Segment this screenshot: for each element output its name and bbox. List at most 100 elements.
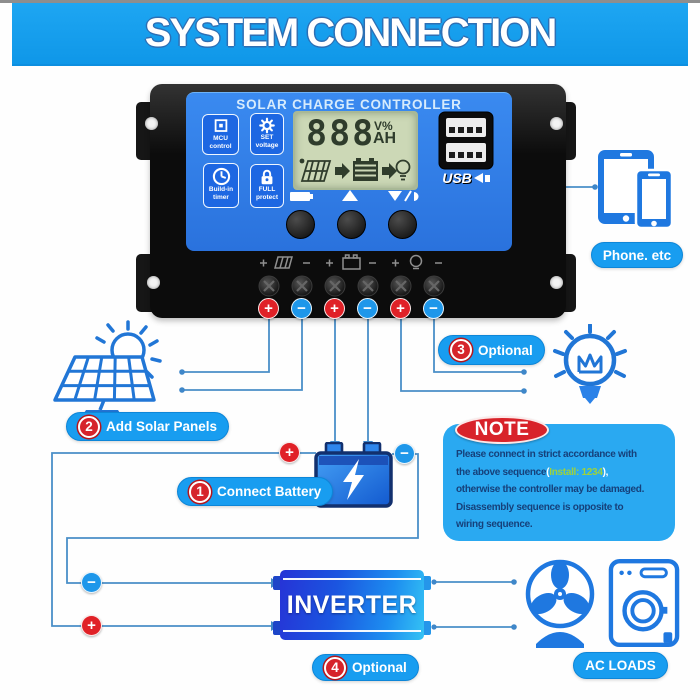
- terminal-screws: [258, 275, 445, 297]
- inverter-terminal: [273, 621, 282, 635]
- battery-select-button[interactable]: [286, 210, 315, 239]
- arrow-icon: [335, 163, 350, 179]
- inverter-terminal: [273, 576, 282, 590]
- screw-hole-icon: [550, 276, 563, 289]
- note-line: Disassembly sequence is opposite to: [456, 501, 624, 513]
- lcd-unit-volt-percent: V%: [374, 119, 393, 133]
- arrow-icon: [382, 163, 397, 179]
- install-sequence: Install: 1234: [549, 466, 603, 478]
- terminal-labels: [260, 254, 442, 270]
- note-text: Please connect in strict accordance with…: [456, 446, 668, 534]
- usb-plug-icon: [484, 174, 490, 182]
- dual-usb-ports: [438, 111, 494, 170]
- up-button[interactable]: [337, 210, 366, 239]
- callout-label: Optional: [478, 342, 533, 358]
- callout-label: Phone. etc: [602, 247, 672, 263]
- controller-title: SOLAR CHARGE CONTROLLER: [236, 97, 462, 112]
- light-bulb-icon: [553, 324, 627, 404]
- inverter-terminal: [422, 621, 431, 635]
- note-box: [443, 424, 675, 541]
- callout-label: AC LOADS: [585, 658, 656, 673]
- callout-ac-loads: AC LOADS: [573, 652, 668, 679]
- down-arrow-button-icon: [388, 191, 402, 201]
- badge-set-voltage: SET voltage: [250, 113, 284, 155]
- usb-logo: USB: [438, 170, 494, 186]
- badge-label: Build-in: [208, 186, 234, 193]
- inverter-box: INVERTER: [280, 570, 424, 640]
- gear-icon: [259, 117, 275, 134]
- sun-dot-icon: [299, 158, 305, 164]
- screw-hole-icon: [550, 117, 563, 130]
- usb-arrow-icon: [473, 173, 483, 183]
- terminal-sign-5: +: [390, 298, 411, 319]
- terminal-sign-2: −: [291, 298, 312, 319]
- top-edge-strip: [0, 0, 700, 3]
- badge-label: FULL: [258, 186, 276, 193]
- battery-icon: [314, 442, 393, 508]
- terminal-sign-1: +: [258, 298, 279, 319]
- washing-machine-icon: [608, 558, 680, 648]
- battery-lcd-icon: [353, 158, 378, 181]
- down-button[interactable]: [388, 210, 417, 239]
- badge-label: timer: [213, 193, 229, 201]
- chip-icon: [214, 119, 227, 132]
- fan-icon: [525, 559, 595, 648]
- fan-stand: [536, 632, 584, 648]
- callout-label: Optional: [352, 660, 407, 675]
- lcd-unit-amp-hour: AH: [373, 130, 397, 147]
- callout-label: Add Solar Panels: [106, 419, 218, 434]
- badge-label: protect: [255, 193, 279, 201]
- callout-optional-load: 3 Optional: [438, 335, 545, 365]
- badge-full-protect: FULL protect: [250, 164, 284, 208]
- inverter-minus-mark: −: [81, 572, 102, 593]
- badge-label: MCU: [213, 135, 228, 142]
- step-number-badge: 3: [450, 339, 472, 361]
- note-badge: NOTE: [455, 416, 549, 444]
- usb-logo-text: USB: [442, 170, 472, 186]
- half-moon-icon: [414, 192, 419, 201]
- bulb-lcd-icon: [395, 159, 411, 181]
- badge-label: SET: [260, 134, 274, 141]
- lcd-digits: 888: [306, 114, 376, 154]
- lock-icon: [261, 169, 273, 185]
- note-line: wiring sequence.: [456, 519, 533, 530]
- bulb-terminal-icon: [409, 254, 423, 268]
- callout-add-solar-panels: 2 Add Solar Panels: [66, 412, 230, 441]
- usb-port-icon: [446, 118, 486, 137]
- button-icons: [290, 190, 419, 202]
- usb-port-icon: [446, 143, 486, 162]
- callout-optional-inverter: 4 Optional: [312, 654, 419, 681]
- battery-button-icon: [290, 192, 310, 201]
- screw-icon: [258, 275, 445, 297]
- lightning-bolt-icon: [343, 459, 364, 500]
- badge-label: control: [209, 142, 232, 150]
- smartphone-icon: [634, 168, 674, 230]
- note-line: Please connect in strict accordance with: [456, 449, 637, 460]
- up-arrow-button-icon: [342, 190, 358, 201]
- callout-label: Connect Battery: [217, 484, 322, 499]
- battery-minus-mark: −: [394, 443, 415, 464]
- screw-hole-icon: [145, 117, 158, 130]
- note-line: the above sequence(Install: 1234),: [456, 466, 609, 478]
- step-number-badge: 1: [189, 480, 211, 503]
- battery-terminal-icon: [342, 257, 361, 270]
- inverter-label: INVERTER: [286, 590, 418, 619]
- badge-built-in-timer: Build-in timer: [203, 163, 239, 208]
- title-banner: SYSTEM CONNECTION: [12, 3, 688, 66]
- badge-label: voltage: [255, 141, 279, 149]
- badge-mcu-control: MCU control: [202, 114, 239, 155]
- step-number-badge: 2: [78, 415, 100, 438]
- step-number-badge: 4: [324, 656, 346, 679]
- solar-terminal-icon: [274, 256, 293, 269]
- callout-connect-battery: 1 Connect Battery: [177, 477, 334, 506]
- clock-icon: [212, 167, 230, 186]
- note-line: otherwise the controller may be damaged.: [456, 484, 645, 495]
- terminal-sign-3: +: [324, 298, 345, 319]
- washer-door-icon: [622, 590, 664, 632]
- page-title: SYSTEM CONNECTION: [144, 11, 557, 55]
- inverter-plus-mark: +: [81, 615, 102, 636]
- lcd-status-icons: [299, 158, 411, 182]
- phone-tablet-icon: [598, 150, 674, 230]
- filament-icon: [577, 353, 603, 374]
